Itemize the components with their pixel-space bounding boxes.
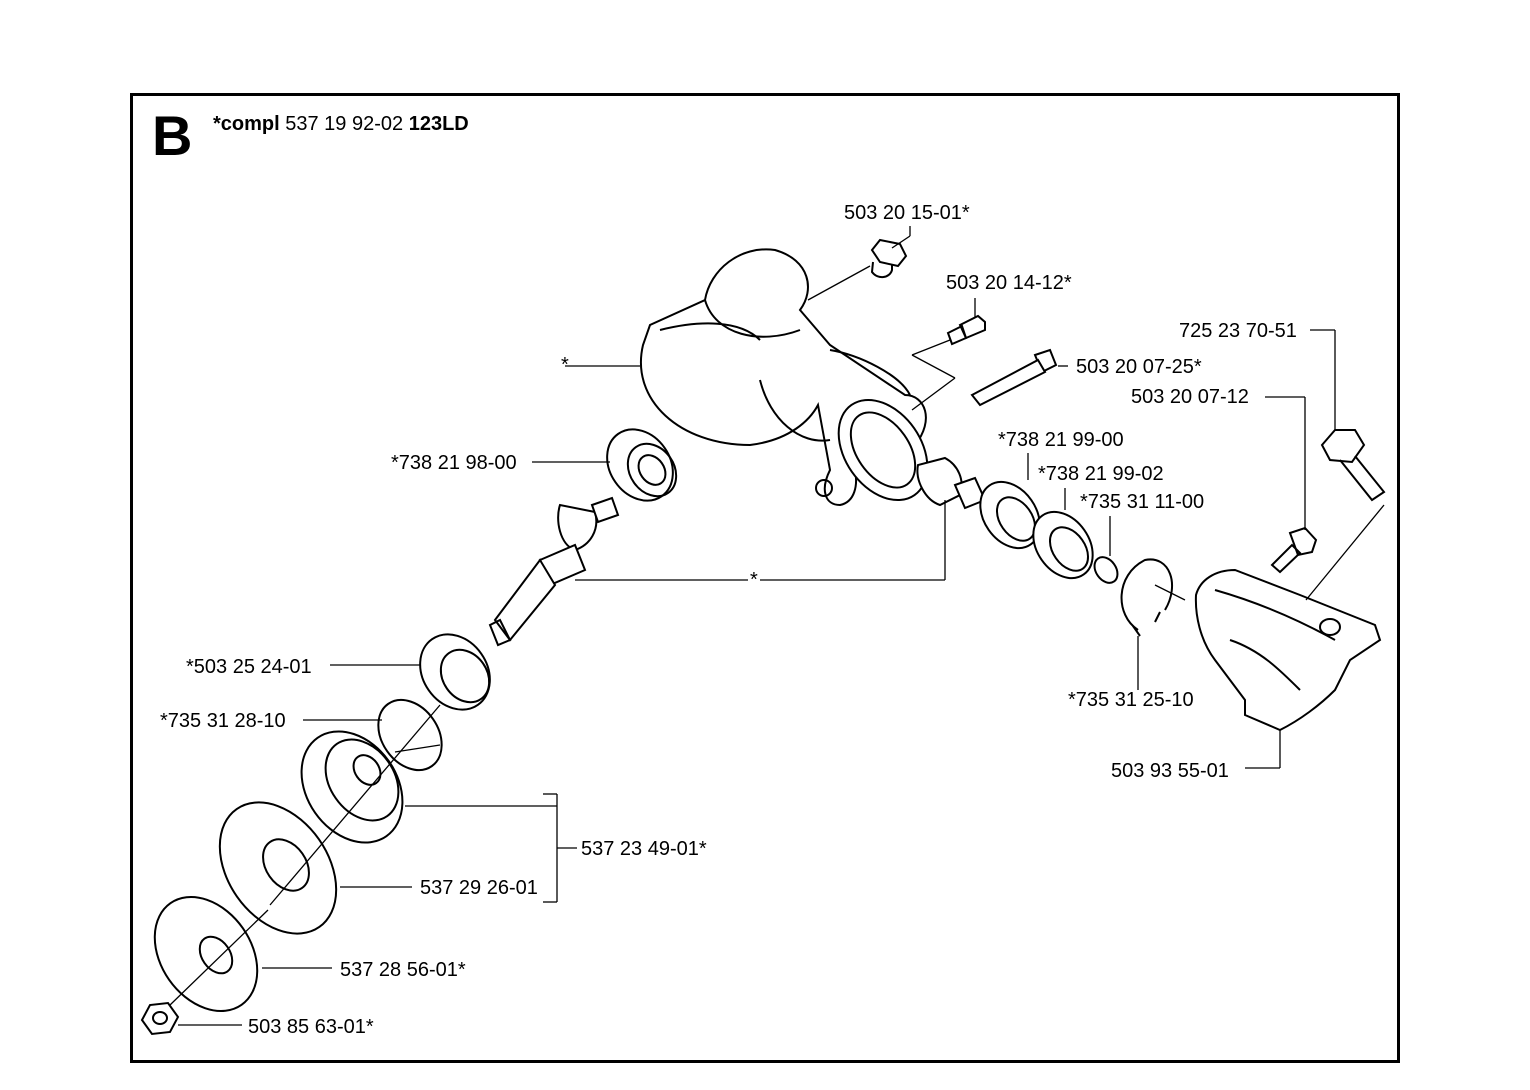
callout-738-21-99-00: *738 21 99-00	[998, 429, 1124, 451]
callout-503-20-14-12: 503 20 14-12*	[946, 272, 1072, 294]
output-shaft	[488, 496, 620, 647]
callout-gear-asterisk: *	[750, 569, 758, 591]
callout-503-93-55-01: 503 93 55-01	[1111, 760, 1229, 782]
gear-housing	[640, 248, 929, 507]
hex-bolt	[1320, 429, 1386, 502]
nut	[140, 1001, 180, 1036]
support-cup	[153, 896, 259, 1012]
disc	[218, 801, 338, 935]
section-letter: B	[152, 104, 193, 167]
callout-537-23-49-01: 537 23 49-01*	[581, 838, 707, 860]
retaining-ring-lower	[377, 698, 443, 772]
callout-housing-asterisk: *	[561, 354, 569, 376]
header-part-number: 537 19 92-02	[285, 113, 404, 135]
header-model: 123LD	[408, 113, 469, 135]
callout-537-29-26-01: 537 29 26-01	[420, 877, 538, 899]
bearing-lower	[419, 633, 491, 711]
retaining-ring-small	[1093, 556, 1119, 584]
pinion-gear	[916, 456, 987, 510]
plug-screw	[870, 238, 908, 278]
guard	[1194, 568, 1382, 732]
callout-725-23-70-51: 725 23 70-51	[1179, 320, 1297, 342]
callout-503-85-63-01: 503 85 63-01*	[248, 1016, 374, 1038]
callout-738-21-99-02: *738 21 99-02	[1038, 463, 1164, 485]
leader-lines	[169, 226, 1385, 1026]
callout-738-21-98-00: *738 21 98-00	[391, 452, 517, 474]
callout-503-20-07-25: 503 20 07-25*	[1076, 356, 1202, 378]
callout-735-31-28-10: *735 31 28-10	[160, 710, 286, 732]
callout-537-28-56-01: 537 28 56-01*	[340, 959, 466, 981]
header-prefix: *compl	[213, 113, 280, 135]
small-screw	[946, 314, 986, 346]
callout-735-31-11-00: *735 31 11-00	[1080, 491, 1205, 513]
screw-503-20-07-12	[1270, 526, 1318, 574]
bearing-738-21-99-00	[979, 480, 1041, 550]
callout-503-20-15-01: 503 20 15-01*	[844, 202, 970, 224]
diagram-frame	[130, 93, 1400, 1063]
long-bolt	[970, 348, 1058, 407]
bearing-upper	[606, 428, 678, 502]
assembly-header: *compl 537 19 92-02 123LD	[213, 113, 469, 136]
bearing-738-21-99-02	[1032, 510, 1094, 580]
callout-735-31-25-10: *735 31 25-10	[1068, 689, 1194, 711]
callout-503-25-24-01: *503 25 24-01	[186, 656, 312, 678]
circlip	[1120, 558, 1174, 637]
flange	[300, 730, 404, 844]
callout-503-20-07-12: 503 20 07-12	[1131, 386, 1249, 408]
